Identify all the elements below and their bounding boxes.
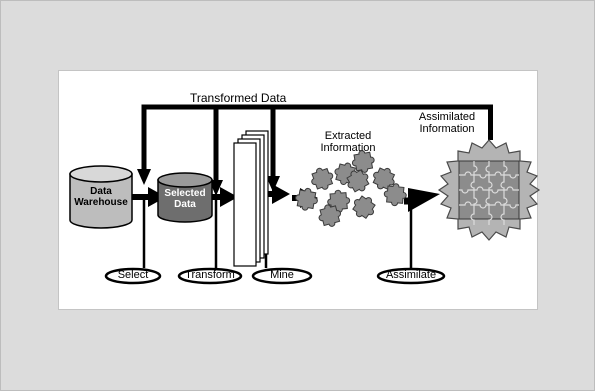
selected-data-label: Selected Data: [158, 188, 212, 210]
puzzle-pieces: [295, 150, 407, 227]
extracted-information-label-line1: Extracted: [324, 130, 372, 142]
step-label-assimilate: Assimilate: [385, 269, 437, 281]
extracted-information-label: Extracted Information: [308, 130, 388, 154]
assimilated-information-label-line2: Information: [419, 122, 475, 135]
step-ellipses: [104, 267, 446, 285]
data-warehouse-label: Data Warehouse: [74, 186, 128, 208]
step-label-mine: Mine: [270, 269, 294, 281]
assimilated-information-label: Assimilated Information: [407, 111, 487, 135]
assimilated-information-label-line1: Assimilated: [418, 111, 476, 123]
selected-data-label-line2: Data: [174, 198, 196, 210]
assimilated-puzzle-burst: [437, 139, 541, 241]
selected-data-label-line1: Selected: [164, 188, 206, 199]
data-warehouse-label-line1: Data: [90, 186, 112, 197]
step-label-transform: Transform: [185, 269, 235, 281]
data-warehouse-label-line2: Warehouse: [74, 196, 128, 208]
transformed-data-pages: [233, 130, 269, 267]
extracted-information-label-line2: Information: [320, 141, 376, 154]
selected-data-cylinder: [157, 172, 213, 223]
step-label-select: Select: [117, 269, 149, 281]
data-warehouse-cylinder: [69, 165, 133, 229]
transformed-data-label: Transformed Data: [190, 91, 287, 105]
feedback-line: [137, 104, 493, 196]
